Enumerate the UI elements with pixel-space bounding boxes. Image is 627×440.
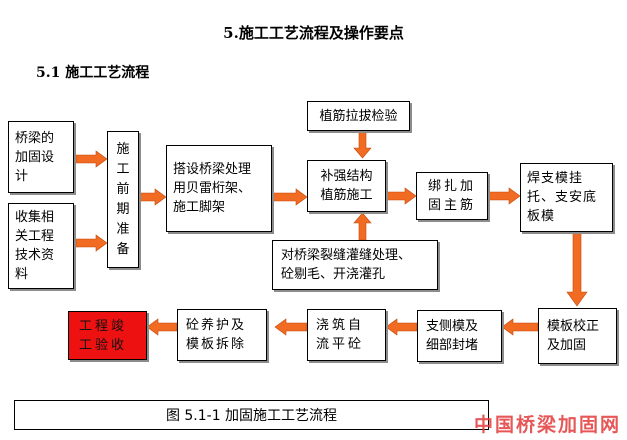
arrow-reinforce-to-bind [386,187,417,205]
box-weld-formwork: 焊支模挂 托、支安底 板模 [520,163,613,232]
arrow-collect-to-prep [75,234,108,252]
arrow-prep-to-bridge [139,188,167,206]
arrow-cure-to-accept [146,318,178,336]
box-side-formwork: 支侧模及 细部封堵 [417,310,502,362]
arrow-side-to-pour [385,318,418,336]
arrow-adjust-to-side [501,318,539,336]
subsection-title: 5.1 施工工艺流程 [36,65,150,81]
box-pour-concrete: 浇筑自 流平砼 [307,309,386,361]
box-reinforce: 补强结构 植筋施工 [307,160,386,212]
box-crack-treatment: 对桥梁裂缝灌缝处理、 砼剔毛、开浇灌孔 [272,240,438,290]
arrow-bind-to-weld [488,187,521,205]
arrow-pour-to-cure [274,318,308,336]
site-watermark: 中国桥梁加固网 [473,414,621,436]
arrow-pulltest-to-reinforce [353,130,372,159]
box-bridge-truss: 搭设桥梁处理 用贝雷桁架、 施工脚架 [166,145,272,232]
box-formwork-adjust: 模板校正 及加固 [538,308,617,364]
box-cure-strip: 砼养护及 模板拆除 [177,309,267,361]
arrow-crack-to-reinforce [353,212,372,241]
box-acceptance: 工程竣 工验收 [68,311,147,360]
arrow-weld-to-adjust [566,232,588,307]
box-pull-test: 植筋拉拔检验 [307,101,410,131]
figure-caption: 图 5.1-1 加固施工工艺流程 [14,400,489,430]
arrow-bridge-to-reinforce [272,188,308,206]
section-title: 5.施工工艺流程及操作要点 [223,24,404,42]
box-bridge-design: 桥梁的 加固设 计 [8,121,74,193]
box-collect-data: 收集相 关工程 技术资 料 [8,203,74,289]
box-bind-rebar: 绑扎加 固主筋 [416,172,488,220]
arrow-design-to-prep [75,150,108,168]
box-prep: 施 工 前 期 准 备 [107,131,139,268]
